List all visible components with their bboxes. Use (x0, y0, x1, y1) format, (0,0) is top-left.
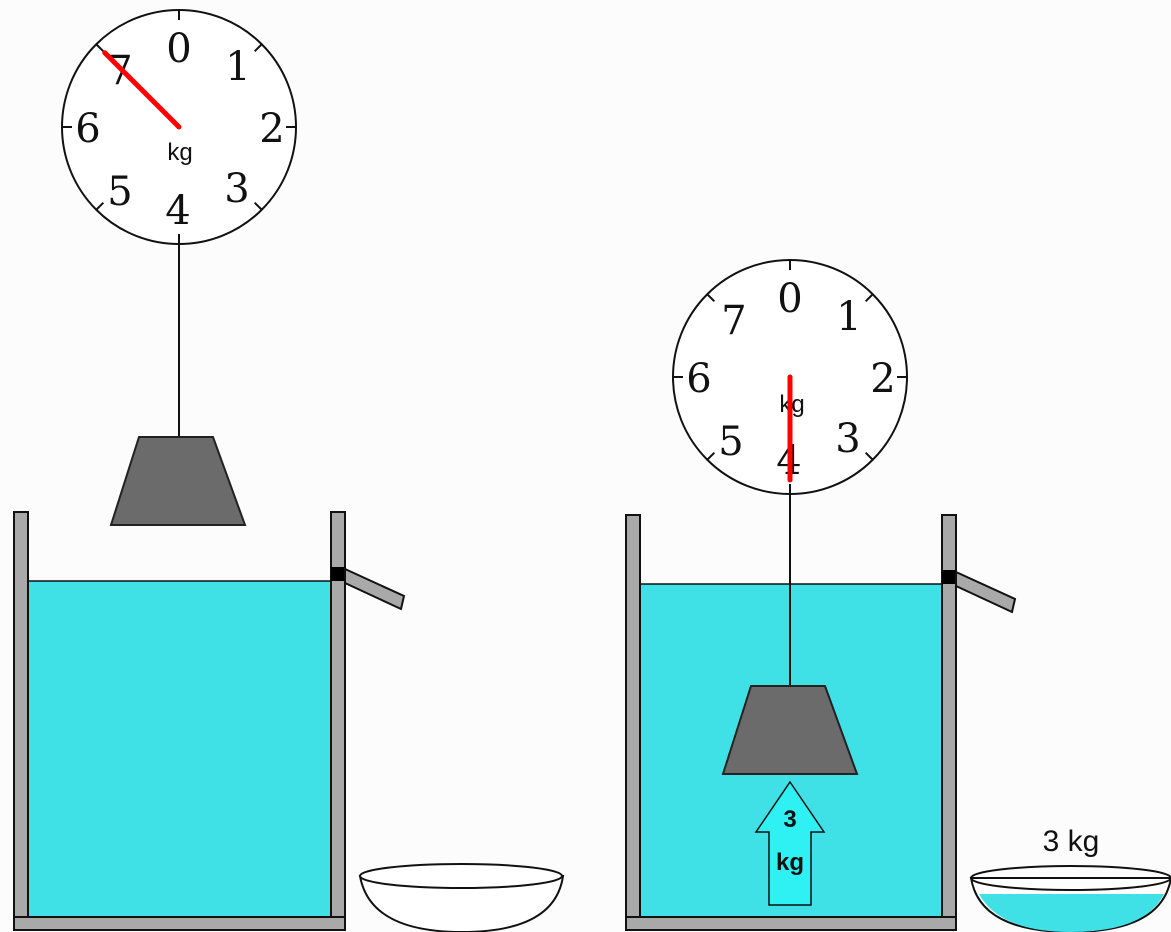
left-catch-bowl (358, 863, 565, 932)
right-bowl-water (979, 894, 1164, 932)
buoyancy-arrow: 3 kg (754, 780, 826, 906)
left-overflow-spout (344, 567, 406, 611)
left-tank-water (27, 580, 332, 918)
dial-tick (706, 451, 716, 461)
right-overflow-valve (942, 570, 956, 584)
buoyancy-arrow-value: 3 (783, 806, 796, 833)
right-tank (625, 514, 1017, 931)
right-dial-number-6: 6 (686, 356, 711, 402)
right-dial-number-5: 5 (718, 419, 743, 465)
left-setup: 0 1 2 3 4 5 6 7 kg (13, 9, 565, 932)
dial-tick (95, 201, 105, 211)
left-spring-scale: 0 1 2 3 4 5 6 7 kg (61, 9, 297, 245)
dial-tick (864, 451, 874, 461)
right-dial-number-2: 2 (870, 356, 895, 402)
right-scale-ticks (673, 260, 907, 494)
right-dial-number-1: 1 (836, 294, 861, 340)
left-bowl-rim (359, 863, 563, 889)
left-scale-needle (102, 50, 182, 130)
left-weight (109, 436, 247, 526)
right-dial-number-0: 0 (777, 276, 802, 322)
right-tank-bottom (625, 916, 957, 931)
left-dial-number-5: 5 (107, 169, 132, 215)
left-dial-number-4: 4 (165, 188, 190, 234)
right-spring-scale: 0 1 2 3 4 5 6 7 kg (672, 259, 908, 495)
right-weight (721, 685, 859, 775)
right-bowl-label: 3 kg (1043, 825, 1100, 858)
left-tank-bottom (13, 916, 346, 931)
left-dial-number-1: 1 (225, 44, 250, 90)
dial-tick (253, 43, 263, 53)
right-tank-left-wall (625, 514, 641, 931)
left-scale-ticks (62, 10, 296, 244)
dial-tick (253, 201, 263, 211)
dial-tick (95, 43, 105, 53)
left-scale-unit: kg (167, 139, 192, 166)
left-dial-number-0: 0 (166, 26, 191, 72)
left-dial-number-3: 3 (224, 166, 249, 212)
right-bowl-rim (970, 865, 1171, 891)
left-tank-left-wall (13, 511, 29, 931)
left-tank (13, 511, 406, 931)
right-setup: 0 1 2 3 4 5 6 7 kg 3 kg (625, 259, 1171, 932)
right-dial-number-3: 3 (835, 416, 860, 462)
right-catch-bowl: 3 kg (969, 825, 1171, 932)
right-dial-number-7: 7 (721, 298, 746, 344)
dial-tick (864, 293, 874, 303)
left-overflow-valve (331, 567, 345, 581)
left-dial-number-2: 2 (259, 106, 284, 152)
left-dial-number-6: 6 (75, 106, 100, 152)
buoyancy-arrow-shape (754, 780, 826, 906)
buoyancy-arrow-unit: kg (776, 849, 804, 876)
right-overflow-spout (955, 570, 1017, 614)
dial-tick (706, 293, 716, 303)
